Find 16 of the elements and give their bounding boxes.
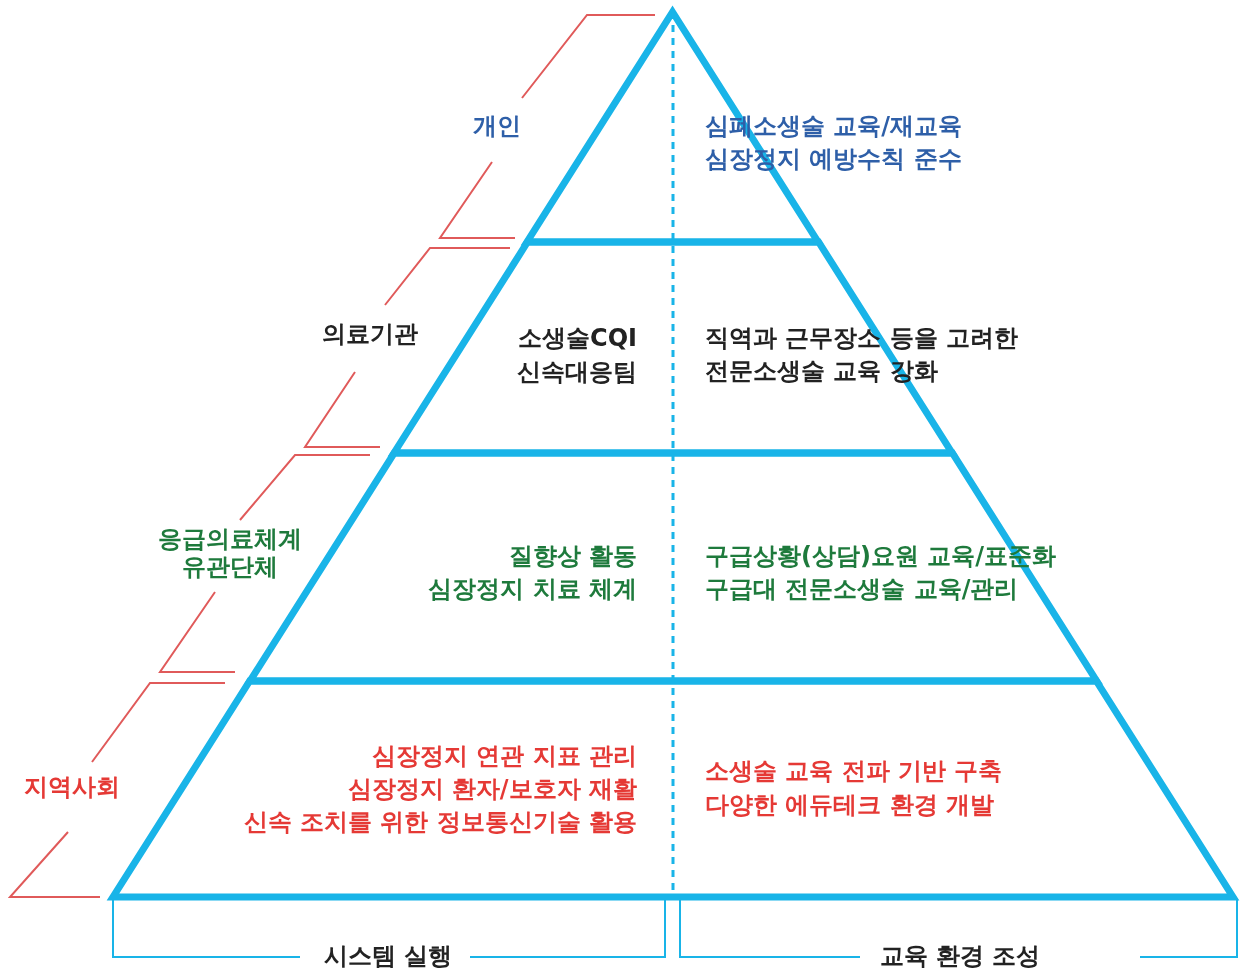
tier-text: 신속대응팀	[517, 357, 637, 388]
tier-text: 신속 조치를 위한 정보통신기술 활용	[243, 807, 637, 838]
level-label: 의료기관	[322, 319, 418, 350]
axis-label: 시스템 실행	[323, 941, 453, 972]
tier-text: 다양한 에듀테크 환경 개발	[705, 790, 995, 821]
tier-text: 심장정지 치료 체계	[428, 574, 637, 605]
tier-text: 소생술CQI	[518, 323, 637, 354]
tier-text: 소생술 교육 전파 기반 구축	[705, 756, 1003, 787]
level-label: 개인	[473, 111, 521, 142]
tier-text: 심장정지 환자/보호자 재활	[347, 774, 637, 805]
tier-text: 질향상 활동	[508, 541, 637, 572]
tier-text: 심장정지 연관 지표 관리	[371, 741, 637, 772]
level-label: 지역사회	[24, 772, 120, 803]
tier-text: 구급대 전문소생술 교육/관리	[705, 574, 1019, 605]
level-label: 응급의료체계 유관단체	[157, 525, 303, 581]
axis-label: 교육 환경 조성	[879, 941, 1041, 972]
